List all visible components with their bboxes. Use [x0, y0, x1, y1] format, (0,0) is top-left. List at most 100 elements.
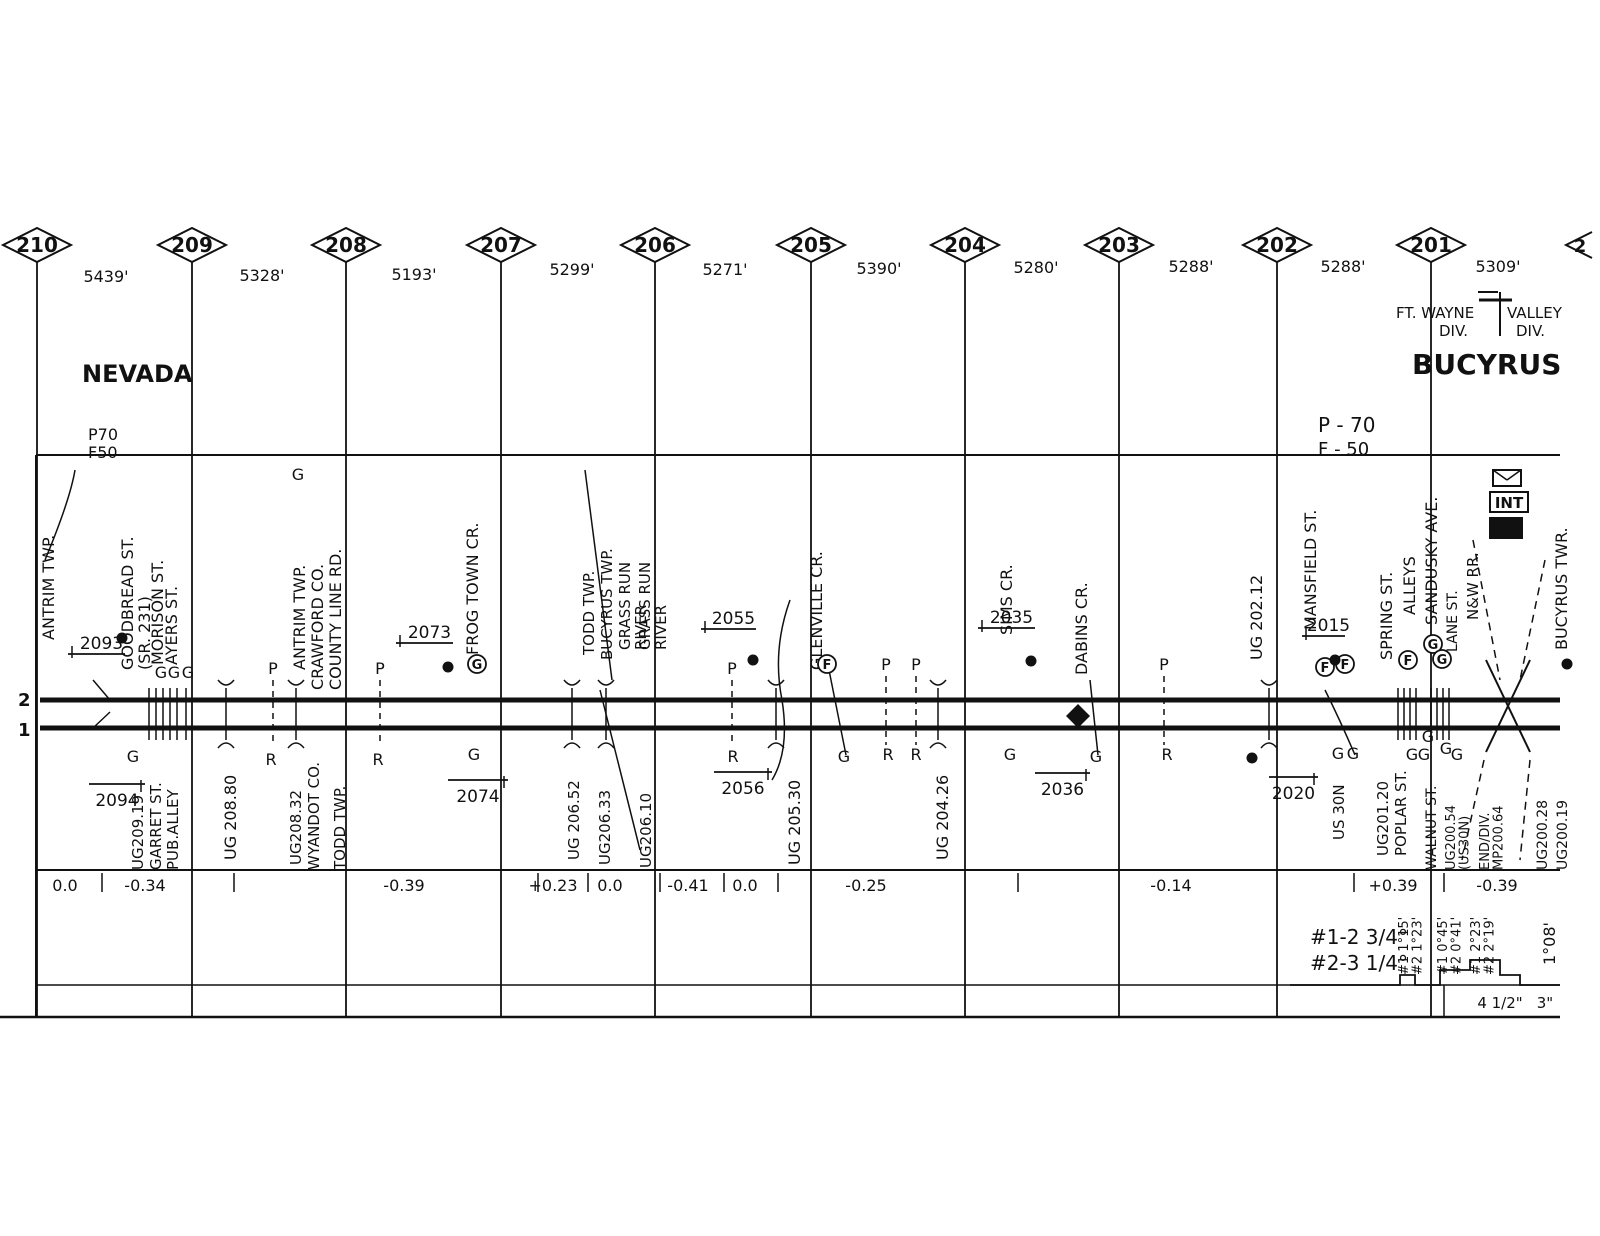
milepost-206: 206 [618, 226, 692, 1017]
grade-value: -0.39 [1476, 876, 1517, 895]
marker-r: R [1161, 745, 1172, 764]
bridge-bracket [1260, 679, 1278, 686]
milepost-diamond [1082, 226, 1156, 264]
bridge-bracket [597, 742, 615, 749]
feature-lower-label: (US30N) [1458, 816, 1473, 870]
bridge-bracket [929, 679, 947, 686]
envelope-box [1492, 469, 1522, 487]
nw-rr-dashed [1519, 759, 1531, 861]
feature-upper-label: CRAWFORD CO. [308, 564, 327, 690]
feature-lower-label: UG 204.26 [933, 775, 952, 860]
bridge-bracket [287, 742, 305, 749]
box-bs-label: BS [1495, 520, 1517, 538]
superelevation-right: 3" [1537, 994, 1553, 1012]
marker-r: R [910, 745, 921, 764]
speed-passenger-left: P70 [88, 425, 118, 444]
segment-length: 5390' [856, 259, 901, 278]
feature-upper-label: SPRING ST. [1377, 572, 1396, 660]
marker-p: P [268, 659, 278, 678]
milepost-210: 210 [0, 226, 74, 1017]
milepost-number: 201 [1410, 233, 1452, 257]
feature-lower-label: UG 206.52 [565, 780, 583, 860]
circled-marker [1315, 657, 1335, 677]
circled-marker [1398, 650, 1418, 670]
grade-value: +0.23 [528, 876, 577, 895]
segment-length: 5288' [1168, 257, 1213, 276]
nw-rr-dashed [1472, 539, 1501, 681]
marker-g: G [1332, 744, 1344, 763]
feature-lower-label: UG200.54 [1444, 805, 1459, 870]
track-layer: 21 [18, 469, 1560, 861]
curve-detail: 1°08' [1540, 922, 1559, 965]
division-valley-div: DIV. [1516, 322, 1545, 340]
segment-length: 5271' [702, 260, 747, 279]
marker-g: G [468, 745, 480, 764]
chart-frame [0, 454, 1560, 1019]
grade-value: 0.0 [732, 876, 757, 895]
track-number-1: 1 [18, 720, 31, 741]
circled-marker-letter: G [1428, 638, 1439, 653]
speed-passenger-right: P - 70 [1318, 413, 1375, 437]
milepost-number: 207 [480, 233, 522, 257]
segment-length: 5328' [239, 266, 284, 285]
marker-p: P [911, 655, 921, 674]
grade-value: -0.25 [845, 876, 886, 895]
milepost-201: 201 [1394, 226, 1468, 1017]
curve-detail: #2 2°19' [1483, 917, 1498, 975]
feature-lower-label: UG200.19 [1555, 800, 1571, 870]
signal-lower-number: 2074 [456, 787, 499, 807]
circled-marker-letter: F [823, 658, 832, 673]
marker-g: G [1451, 745, 1463, 764]
grade-value: -0.41 [667, 876, 708, 895]
circled-marker-letter: F [1404, 654, 1413, 669]
signal-upper-number: 2035 [990, 608, 1033, 628]
curve-profile [1290, 959, 1560, 986]
feature-lower-label: MP200.64 [1492, 805, 1507, 870]
station-dot [116, 632, 128, 644]
feature-upper-label: ALLEYS [1400, 556, 1419, 615]
segment-length: 5193' [391, 265, 436, 284]
feature-lower-label: UG206.33 [596, 790, 614, 865]
marker-g: G [127, 747, 139, 766]
station-nevada: NEVADA [82, 360, 193, 388]
marker-g: G [1090, 747, 1102, 766]
segment-length: 5280' [1013, 258, 1058, 277]
feature-lower-label: UG 205.30 [785, 780, 804, 865]
feature-upper-label: BUCYRUS TWR. [1552, 527, 1571, 650]
milepost-diamond [774, 226, 848, 264]
bridge-bracket [1260, 742, 1278, 749]
marker-p: P [881, 655, 891, 674]
segment-length: 5439' [83, 267, 128, 286]
milepost-diamond [309, 226, 383, 264]
signal-lower-number: 2020 [1272, 784, 1315, 804]
boundary-curve [44, 469, 76, 561]
envelope-flap [1492, 469, 1508, 481]
circled-marker-letter: F [1341, 658, 1350, 673]
curve-1: #1-2 3/4° [1310, 925, 1408, 949]
station-dot [747, 654, 759, 666]
feature-upper-label: DABINS CR. [1072, 582, 1091, 675]
feature-lower-label: END/DIV. [1478, 812, 1493, 870]
marker-g: G [1347, 744, 1359, 763]
grade-value: -0.34 [124, 876, 165, 895]
signal-lower-number: 2094 [95, 791, 138, 811]
feature-lower-label: POPLAR ST. [1392, 770, 1410, 856]
signal-lower-number: 2056 [721, 779, 764, 799]
crossover-mark [1066, 716, 1090, 728]
nw-rr-crossing [1485, 659, 1531, 753]
signal-upper-number: 2055 [712, 609, 755, 629]
box-bs [1489, 517, 1523, 539]
marker-r: R [882, 745, 893, 764]
creek-line [1089, 679, 1099, 756]
feature-upper-label: FROG TOWN CR. [463, 523, 482, 655]
feature-lower-label: UG201.20 [1374, 781, 1392, 856]
river-line [771, 599, 791, 781]
marker-g: G [1418, 745, 1430, 764]
circled-marker-letter: F [1321, 661, 1330, 676]
milepost-number: 205 [790, 233, 832, 257]
bridge-bracket [563, 679, 581, 686]
circled-marker [817, 654, 837, 674]
circled-marker [1423, 634, 1443, 654]
